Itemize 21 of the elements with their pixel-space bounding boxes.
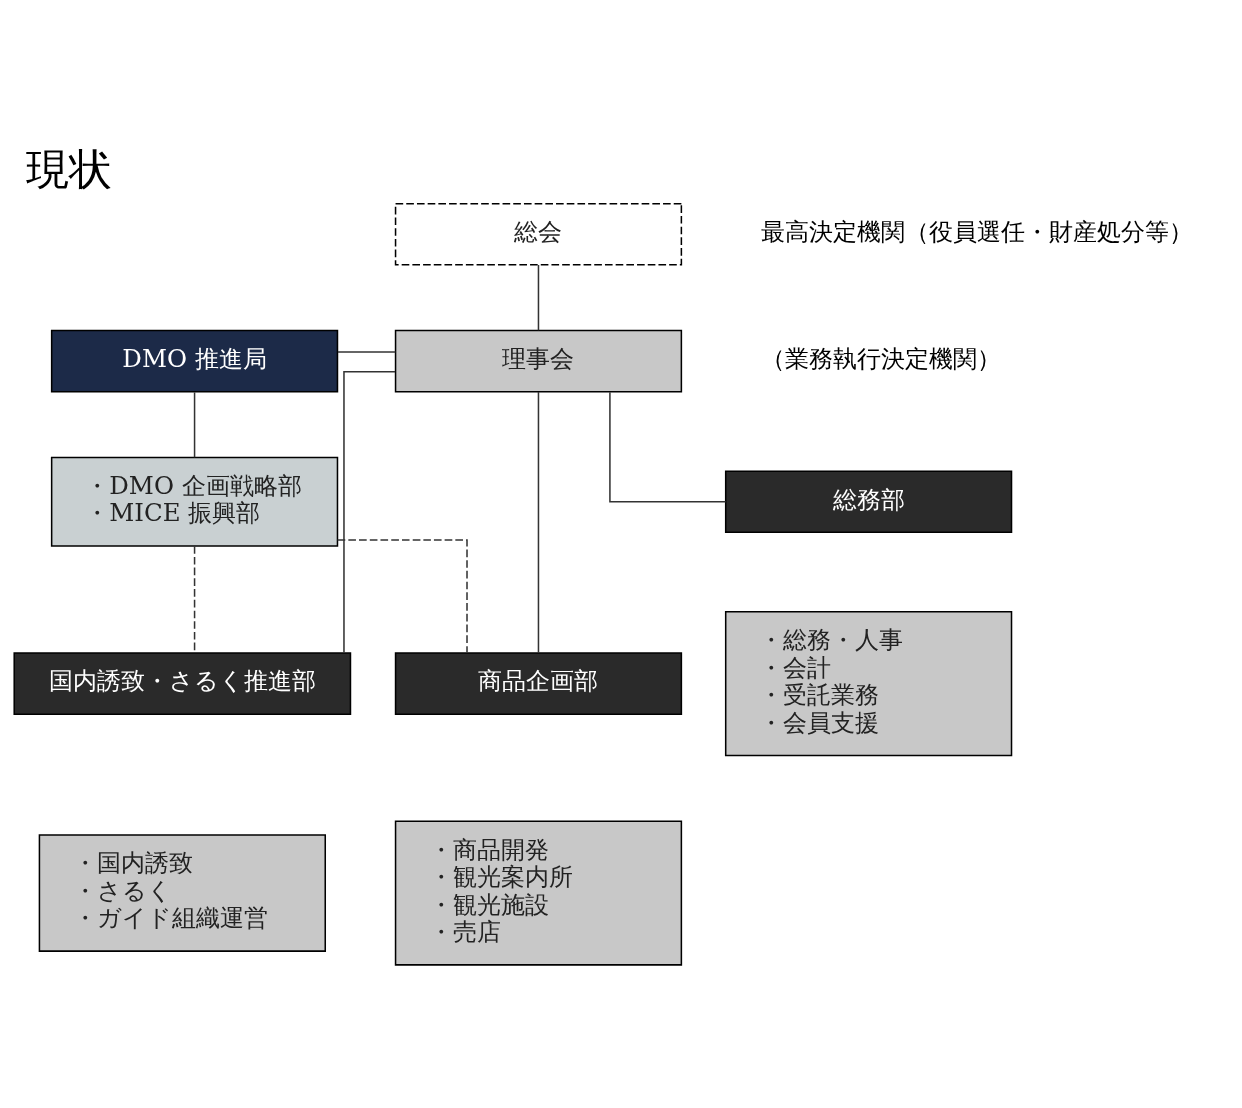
- node-box: 総会: [394, 202, 683, 266]
- node-box: ・国内誘致 ・さるく ・ガイド組織運営: [38, 833, 326, 952]
- node-box: 理事会: [394, 329, 683, 392]
- diagram-title: 現状: [26, 143, 113, 194]
- node-box: ・商品開発 ・観光案内所 ・観光施設 ・売店: [394, 819, 683, 966]
- node-box: 総務部: [724, 469, 1013, 533]
- connector: [193, 391, 196, 458]
- node-box: ・総務・人事 ・会計 ・受託業務 ・会員支援: [724, 610, 1013, 756]
- connector: [537, 263, 540, 331]
- node-box: DMO 推進局: [50, 329, 339, 392]
- connector: [336, 538, 468, 653]
- connector: [609, 391, 727, 503]
- node-box: 商品企画部: [394, 651, 683, 715]
- connector: [193, 545, 196, 653]
- connector: [537, 390, 540, 654]
- node-label: 最高決定機関（役員選任・財産処分等）: [761, 216, 1194, 246]
- node-box: ・DMO 企画戦略部 ・MICE 振興部: [50, 456, 339, 547]
- node-label: （業務執行決定機関）: [760, 343, 1001, 373]
- connector: [337, 350, 397, 353]
- connector: [343, 370, 396, 653]
- node-box: 国内誘致・さるく推進部: [13, 651, 352, 715]
